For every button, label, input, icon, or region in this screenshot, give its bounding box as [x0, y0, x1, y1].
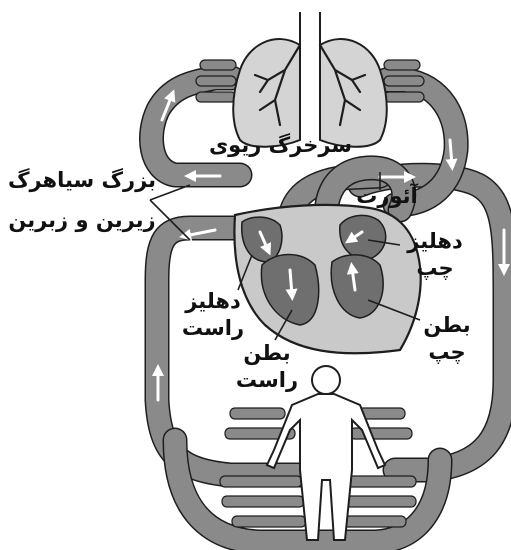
label-line: آئورت — [352, 183, 422, 210]
label-line: دهلیز — [400, 228, 470, 255]
label-line: راست — [232, 367, 302, 394]
capillary-rung — [342, 476, 416, 487]
capillary-rung — [220, 476, 302, 487]
flow-arrow — [290, 270, 292, 295]
lungs — [233, 12, 387, 147]
label-line: راست — [178, 315, 248, 342]
capillary-rung — [384, 92, 424, 102]
capillary-rung — [196, 92, 236, 102]
right-lung — [320, 39, 387, 147]
left-lung — [233, 39, 300, 147]
label-line: سرخرگ ریوی — [208, 132, 353, 159]
label-line: زیرین و زبرین — [2, 200, 162, 240]
capillary-rung — [222, 496, 304, 507]
label-aorta: آئورت — [352, 183, 422, 210]
heart — [234, 205, 420, 353]
capillary-rung — [230, 408, 285, 419]
label-line: بزرگ سیاهرگ — [2, 160, 162, 200]
label-left-atrium: دهلیز چپ — [400, 228, 470, 282]
label-line: بطن — [232, 340, 302, 367]
label-line: بطن — [412, 312, 482, 339]
capillary-rung — [232, 516, 306, 527]
label-pulmonary-artery: سرخرگ ریوی — [208, 132, 353, 159]
label-line: دهلیز — [178, 288, 248, 315]
label-left-ventricle: بطن چپ — [412, 312, 482, 366]
capillary-rung — [384, 76, 424, 86]
capillary-rung — [384, 60, 420, 70]
label-right-atrium: دهلیز راست — [178, 288, 248, 342]
label-line: چپ — [412, 339, 482, 366]
capillary-rung — [200, 60, 236, 70]
capillary-rung — [340, 516, 406, 527]
trachea — [300, 12, 320, 45]
label-line: چپ — [400, 255, 470, 282]
flow-arrow — [450, 140, 452, 165]
capillary-rung — [350, 428, 412, 439]
label-vena-cava: بزرگ سیاهرگ زیرین و زبرین — [2, 160, 162, 240]
figure-head — [312, 366, 340, 394]
capillary-rung — [342, 496, 416, 507]
capillary-rung — [196, 76, 236, 86]
lung-capillaries — [196, 60, 424, 102]
label-right-ventricle: بطن راست — [232, 340, 302, 394]
